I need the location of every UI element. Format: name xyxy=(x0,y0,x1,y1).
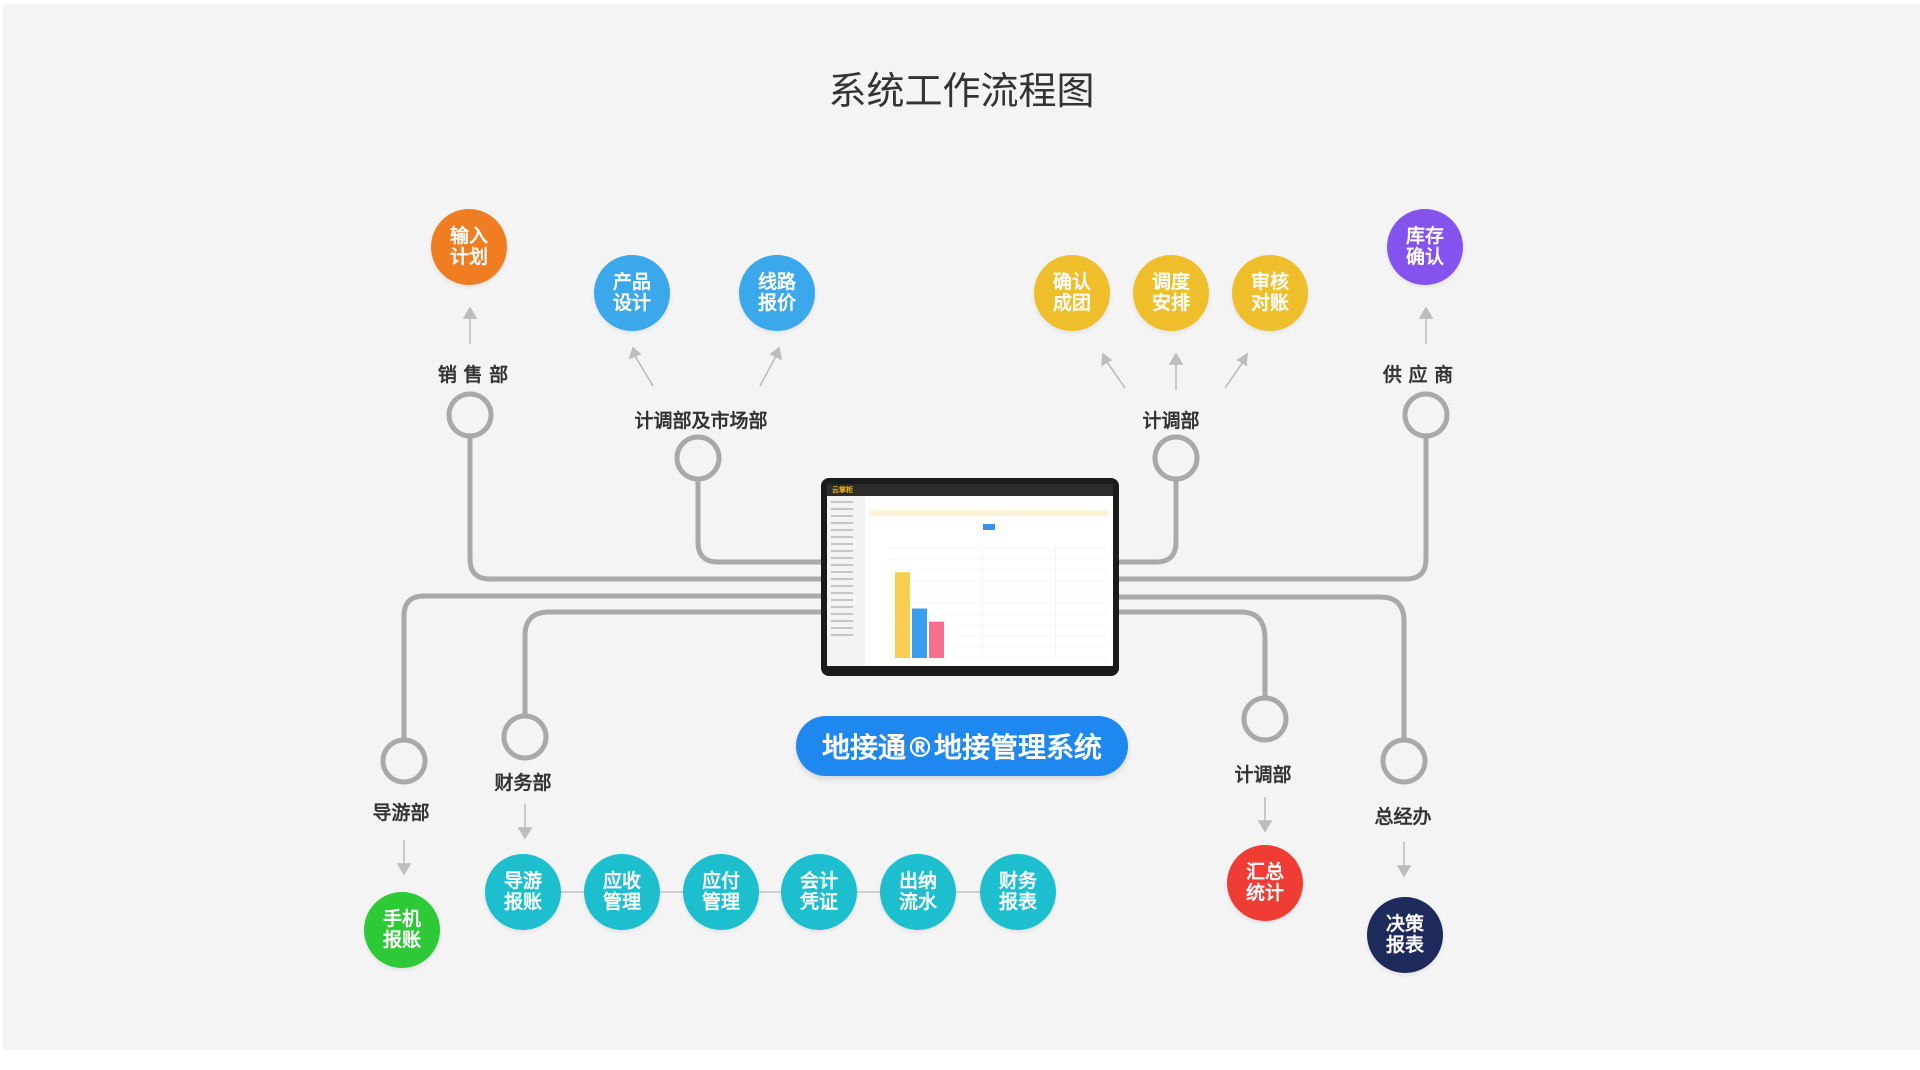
dept-supplier-label: 供 应 商 xyxy=(1382,364,1454,386)
arrow-supplier-up xyxy=(1418,306,1434,344)
arrow-guide-down xyxy=(396,840,412,876)
system-name-badge: 地接通®地接管理系统 xyxy=(796,716,1128,776)
ring-planning-marketing xyxy=(674,434,722,482)
node-summary-stats[interactable]: 汇总 统计 xyxy=(1227,845,1303,921)
wire-sales xyxy=(467,434,824,582)
ring-group xyxy=(380,391,1450,785)
arrow-gm-down xyxy=(1396,842,1412,878)
screen-bar-chart xyxy=(889,547,1107,659)
node-confirm-group[interactable]: 确认 成团 xyxy=(1034,255,1110,331)
system-monitor: 云掌柜 xyxy=(821,478,1119,676)
wire-planning-marketing xyxy=(695,477,824,565)
screen-toolbar xyxy=(869,500,1109,515)
arrow-sales-up xyxy=(462,306,478,344)
node-input-plan[interactable]: 输入 计划 xyxy=(431,209,507,285)
ring-finance xyxy=(501,713,549,761)
chart-bar-1 xyxy=(895,572,910,658)
node-voucher[interactable]: 会计 凭证 xyxy=(781,854,857,930)
ring-guide xyxy=(380,737,428,785)
node-receivable[interactable]: 应收 管理 xyxy=(584,854,660,930)
arrow-to-product-design xyxy=(628,346,654,387)
ring-supplier xyxy=(1402,391,1450,439)
ring-sales xyxy=(446,391,494,439)
arrow-planning-bottom-down xyxy=(1257,797,1273,833)
screen-sidebar xyxy=(827,496,865,666)
wire-planning-top xyxy=(1116,477,1179,565)
wire-planning-bottom xyxy=(1116,609,1268,707)
chart-bar-2 xyxy=(912,608,927,658)
wire-group xyxy=(401,434,1429,746)
page-title: 系统工作流程图 xyxy=(828,69,1095,113)
wire-supplier xyxy=(1116,434,1429,582)
node-decision-report[interactable]: 决策 报表 xyxy=(1367,897,1443,973)
node-payable[interactable]: 应付 管理 xyxy=(683,854,759,930)
ring-planning-bottom xyxy=(1241,695,1289,743)
arrow-to-audit xyxy=(1224,352,1248,389)
node-mobile-expense[interactable]: 手机 报账 xyxy=(364,892,440,968)
node-guide-expense[interactable]: 导游 报账 xyxy=(485,854,561,930)
node-route-quote[interactable]: 线路 报价 xyxy=(739,255,815,331)
arrow-to-confirm-group xyxy=(1101,352,1126,389)
dept-planning-marketing-label: 计调部及市场部 xyxy=(634,410,768,432)
chart-bar-3 xyxy=(929,621,944,658)
arrow-to-schedule xyxy=(1168,352,1184,390)
screen-logo: 云掌柜 xyxy=(832,486,853,494)
node-product-design[interactable]: 产品 设计 xyxy=(594,255,670,331)
monitor-screen: 云掌柜 xyxy=(827,484,1113,666)
screen-notice xyxy=(869,510,1109,516)
wire-gm-office xyxy=(1116,594,1407,746)
dept-planning-top-label: 计调部 xyxy=(1142,410,1200,432)
ring-planning-top xyxy=(1152,434,1200,482)
connection-wires xyxy=(380,306,1450,893)
ring-gm-office xyxy=(1380,737,1428,785)
node-audit-reconcile[interactable]: 审核 对账 xyxy=(1232,255,1308,331)
dept-guide-label: 导游部 xyxy=(372,802,430,824)
dept-sales-label: 销 售 部 xyxy=(437,364,509,386)
arrow-group xyxy=(396,306,1434,878)
node-cash-flow[interactable]: 出纳 流水 xyxy=(880,854,956,930)
diagram-canvas: 系统工作流程图 xyxy=(3,4,1920,1050)
node-stock-confirm[interactable]: 库存 确认 xyxy=(1387,209,1463,285)
arrow-to-route-quote xyxy=(759,346,783,387)
dept-planning-bottom-label: 计调部 xyxy=(1234,764,1292,786)
screen-query-button xyxy=(983,524,995,530)
wire-guide xyxy=(401,593,824,746)
screen-topbar: 云掌柜 xyxy=(827,484,1113,496)
node-finance-report[interactable]: 财务 报表 xyxy=(980,854,1056,930)
wire-finance xyxy=(522,609,824,726)
dept-gm-office-label: 总经办 xyxy=(1374,806,1432,828)
arrow-finance-down xyxy=(517,804,533,840)
node-schedule[interactable]: 调度 安排 xyxy=(1133,255,1209,331)
dept-finance-label: 财务部 xyxy=(494,772,552,794)
